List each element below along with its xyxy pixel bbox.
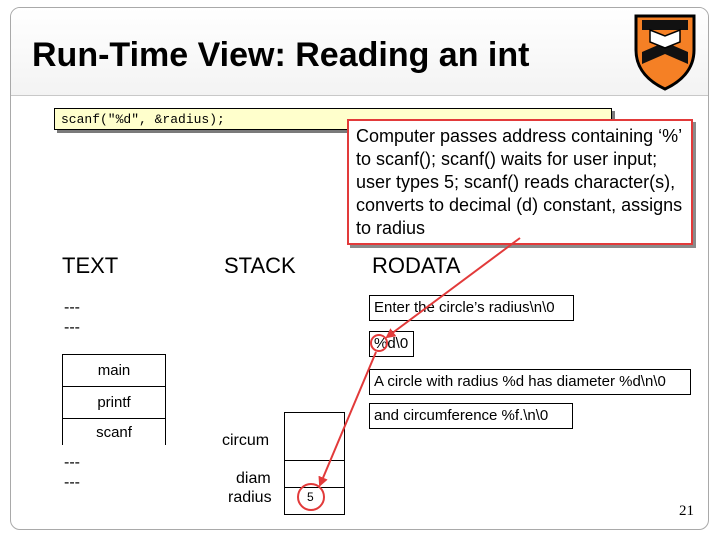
stack-label-circum: circum: [222, 432, 270, 449]
rodata-section-heading: RODATA: [372, 253, 461, 278]
stack-label-diam: diam: [236, 470, 271, 487]
text-dashes-top: --- ---: [64, 299, 80, 336]
stack-memory-box: [284, 412, 345, 515]
princeton-shield-icon: [634, 14, 696, 91]
rodata-string-box: [369, 369, 691, 395]
text-cell-printf: printf: [63, 387, 165, 419]
title-band: [11, 8, 708, 96]
stack-label-radius: radius: [228, 489, 272, 506]
text-section-heading: TEXT: [62, 253, 119, 278]
rodata-string-box: [369, 295, 574, 321]
code-line: scanf("%d", &radius);: [61, 112, 225, 127]
rodata-string-box: [369, 331, 414, 357]
callout-text: Computer passes address containing ‘%’ t…: [356, 126, 683, 238]
rodata-string-box: [369, 403, 573, 429]
radius-value: 5: [307, 490, 314, 504]
text-cell-scanf: scanf: [96, 423, 132, 441]
slide-frame: [10, 7, 709, 530]
text-cell-main: main: [63, 355, 165, 387]
stack-divider: [285, 460, 344, 461]
text-memory-box: main printf scanf: [62, 354, 166, 445]
stack-section-heading: STACK: [224, 253, 296, 278]
slide-title: Run-Time View: Reading an int: [32, 36, 530, 74]
text-dashes-bottom: --- ---: [64, 454, 80, 491]
callout-box: Computer passes address containing ‘%’ t…: [347, 119, 693, 245]
stack-divider: [285, 487, 344, 488]
rodata-string: and circumference %f.\n\0: [374, 407, 549, 424]
rodata-string: A circle with radius %d has diameter %d\…: [374, 373, 666, 390]
page-number: 21: [679, 503, 694, 519]
